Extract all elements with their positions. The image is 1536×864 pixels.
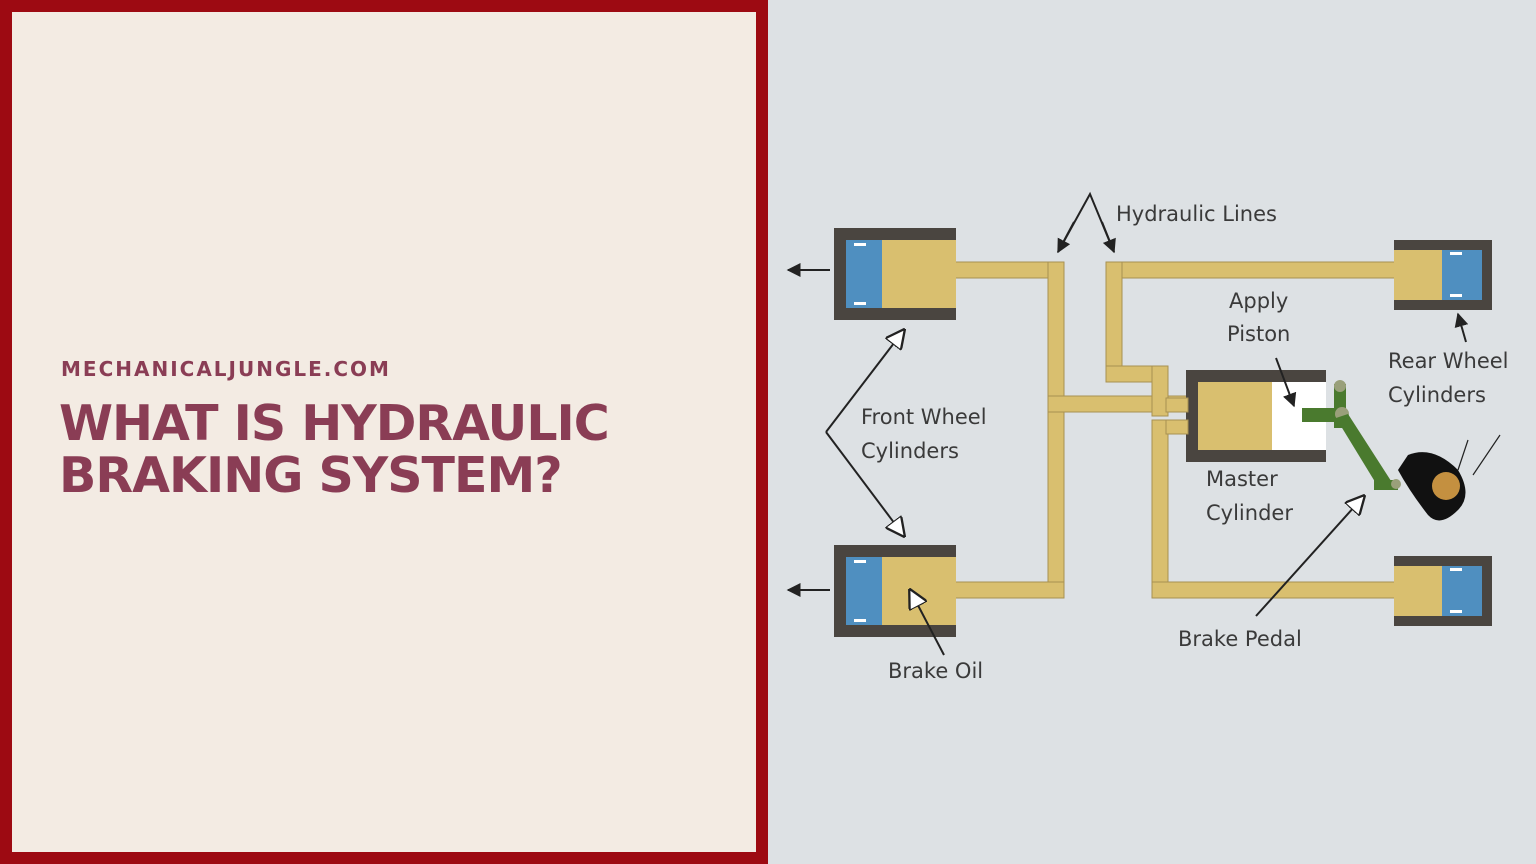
diagram-labels: Hydraulic Lines Apply Piston Rear Wheel … — [861, 202, 1509, 683]
force-arrows — [786, 263, 830, 597]
label-apply-piston-2: Piston — [1227, 322, 1290, 346]
label-master-1: Master — [1206, 467, 1278, 491]
front-wheel-cylinder-top — [834, 228, 956, 320]
label-master-2: Cylinder — [1206, 501, 1293, 525]
brake-pedal — [1302, 380, 1501, 521]
hydraulic-lines — [953, 261, 1397, 599]
label-front-wheel-1: Front Wheel — [861, 405, 987, 429]
hydraulic-brake-diagram: Hydraulic Lines Apply Piston Rear Wheel … — [786, 191, 1509, 683]
front-wheel-cylinder-bottom — [834, 545, 956, 637]
rear-wheel-cylinder-bottom — [1394, 556, 1492, 626]
label-brake-oil: Brake Oil — [888, 659, 983, 683]
label-front-wheel-2: Cylinders — [861, 439, 959, 463]
pointer-arrows — [825, 191, 1469, 656]
diagram-panel: Hydraulic Lines Apply Piston Rear Wheel … — [768, 0, 1536, 864]
site-name: MECHANICALJUNGLE.COM — [61, 357, 391, 381]
label-apply-piston-1: Apply — [1229, 289, 1288, 313]
title-panel: MECHANICALJUNGLE.COM What Is Hydraulic B… — [0, 0, 768, 864]
page-title: What Is Hydraulic Braking System? — [59, 395, 610, 504]
label-rear-wheel-2: Cylinders — [1388, 383, 1486, 407]
label-hydraulic-lines: Hydraulic Lines — [1116, 202, 1277, 226]
rear-wheel-cylinder-top — [1394, 240, 1492, 310]
label-brake-pedal: Brake Pedal — [1178, 627, 1302, 651]
label-rear-wheel-1: Rear Wheel — [1388, 349, 1509, 373]
